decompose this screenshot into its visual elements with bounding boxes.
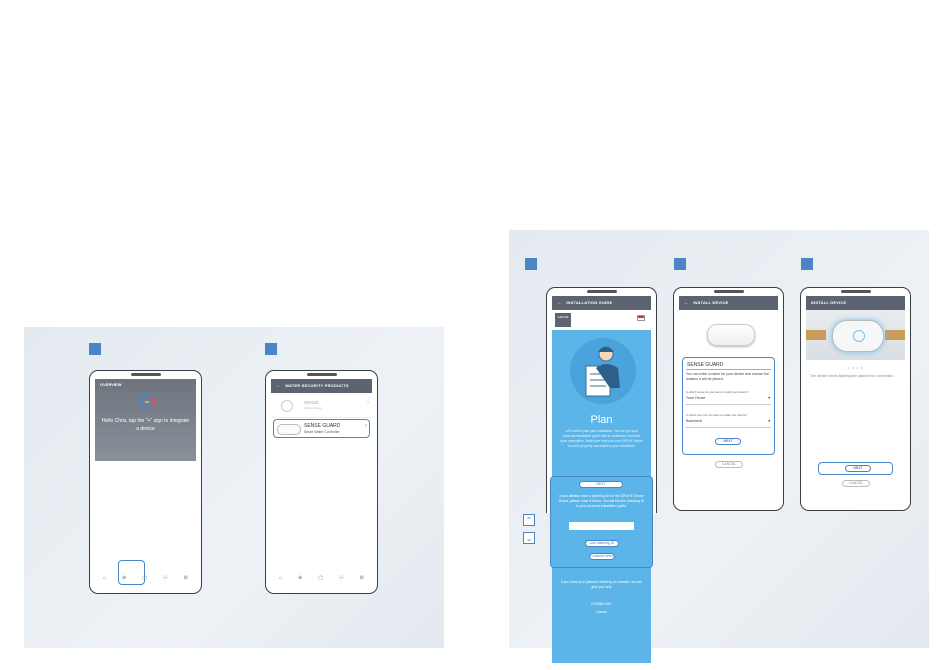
chevron-right-icon: ›	[365, 423, 367, 429]
phone-products: ←WATER SECURITY PRODUCTS SENSE Water Sen…	[265, 370, 378, 594]
page-title: OVERVIEW	[100, 382, 122, 387]
step-marker	[674, 258, 686, 270]
pipe-left	[806, 330, 826, 340]
continue-setup-button[interactable]: Continue setup	[589, 553, 615, 560]
room-select[interactable]: Basement ▼	[686, 419, 771, 428]
chevron-right-icon: ›	[367, 400, 369, 406]
sense-guard-device-image	[707, 324, 755, 346]
right-panel: ⌃ ⌄ ←INSTALLATION GUIDE GROHE	[509, 230, 929, 663]
status-light-icon	[853, 330, 865, 342]
person-icon[interactable]: ⚇	[162, 575, 168, 581]
app-bar: ←INSTALLATION GUIDE	[552, 296, 651, 310]
phone-install-device: ←INSTALL DEVICE SENSE GUARD You can ente…	[673, 287, 784, 511]
phone-overview: OVERVIEW 0/0 Hello Chris, tap the "+" si…	[89, 370, 202, 594]
overview-header: OVERVIEW 0/0 Hello Chris, tap the "+" si…	[95, 379, 196, 461]
bottom-nav: ⌂ ⊕ ▢ ⚇ ⚙	[95, 571, 196, 585]
device-name-field[interactable]: SENSE GUARD	[687, 362, 724, 368]
sense-icon	[281, 400, 293, 412]
phone-installation-guide: ←INSTALLATION GUIDE GROHE Plan Let's sta…	[546, 287, 657, 663]
form-description: You can enter a name for your device and…	[686, 372, 769, 381]
grid-icon[interactable]: ▢	[318, 575, 323, 581]
scroll-up-button[interactable]: ⌃	[523, 514, 535, 526]
add-icon[interactable]: ⊕	[298, 575, 303, 581]
plan-heading: Plan	[590, 414, 613, 426]
download-link[interactable]: DOWNLOAD	[591, 602, 612, 606]
pipe-right	[885, 330, 905, 340]
home-icon[interactable]: ⌂	[279, 575, 283, 581]
app-bar: ←WATER SECURITY PRODUCTS	[271, 379, 372, 393]
home-icon[interactable]: ⌂	[103, 575, 107, 581]
dropdown-arrow-icon: ▼	[767, 396, 771, 400]
intro-text: Let's start to plan your installation. Y…	[560, 429, 643, 448]
step-marker	[801, 258, 813, 270]
cancel-button[interactable]: CANCEL	[842, 480, 870, 487]
left-panel: OVERVIEW 0/0 Hello Chris, tap the "+" si…	[24, 327, 444, 648]
settings-icon[interactable]: ⚙	[359, 575, 364, 581]
add-device-highlight[interactable]	[118, 560, 145, 585]
device-photo	[806, 310, 905, 360]
app-bar: INSTALL DEVICE	[806, 296, 905, 310]
planning-id-input[interactable]	[569, 522, 634, 530]
back-arrow-icon[interactable]: ←	[684, 300, 690, 306]
flag-icon	[637, 315, 645, 321]
planning-text: If you already have a planning ID for th…	[558, 494, 645, 508]
next-highlight: NEXT	[818, 462, 893, 475]
room-label: In which room do you want to install you…	[686, 413, 747, 417]
device-form: SENSE GUARD You can enter a name for you…	[682, 357, 775, 455]
location-label: In which house do you want to install yo…	[686, 390, 749, 394]
back-arrow-icon[interactable]: ←	[276, 383, 282, 389]
step-marker	[89, 343, 101, 355]
greeting-text: Hello Chris, tap the "+" sign to integra…	[101, 418, 190, 432]
add-icon[interactable]: ⊕	[122, 575, 127, 581]
sense-guard-icon	[277, 424, 301, 435]
step-marker	[265, 343, 277, 355]
back-arrow-icon[interactable]: ←	[557, 300, 563, 306]
installer-text: If you have your planned install by an i…	[560, 580, 643, 589]
cancel-link[interactable]: Cancel	[596, 610, 607, 614]
bottom-nav: ⌂ ⊕ ▢ ⚇ ⚙	[271, 571, 372, 585]
settings-icon[interactable]: ⚙	[183, 575, 188, 581]
planning-section: NEXT If you already have a planning ID f…	[550, 476, 653, 568]
carousel-dots[interactable]: • • • •	[847, 365, 864, 370]
sense-guard-device-image	[832, 320, 884, 352]
list-item[interactable]: SENSE Water Sensor ›	[271, 393, 372, 418]
flashing-description: The device needs flashing like pictured …	[810, 374, 895, 378]
brand-bar: GROHE	[552, 310, 651, 330]
use-planning-id-button[interactable]: Use planning ID	[585, 540, 619, 547]
scroll-down-button[interactable]: ⌄	[523, 532, 535, 544]
person-icon[interactable]: ⚇	[338, 575, 344, 581]
next-button[interactable]: NEXT	[845, 465, 871, 472]
cancel-button[interactable]: CANCEL	[715, 461, 743, 468]
next-button[interactable]: NEXT	[579, 481, 623, 488]
step-marker	[525, 258, 537, 270]
location-select[interactable]: Town House ▼	[686, 396, 771, 405]
next-button[interactable]: NEXT	[715, 438, 741, 445]
dropdown-arrow-icon: ▼	[767, 419, 771, 423]
phone-install-device-flashing: INSTALL DEVICE • • • • The device needs …	[800, 287, 911, 511]
grohe-logo: GROHE	[555, 313, 571, 327]
status-gauge: 0/0	[139, 394, 155, 410]
app-bar: ←INSTALL DEVICE	[679, 296, 778, 310]
installer-illustration	[570, 338, 636, 404]
list-item-sense-guard[interactable]: SENSE GUARD Smart Water Controller ›	[273, 419, 370, 438]
installer-icon	[585, 346, 620, 397]
